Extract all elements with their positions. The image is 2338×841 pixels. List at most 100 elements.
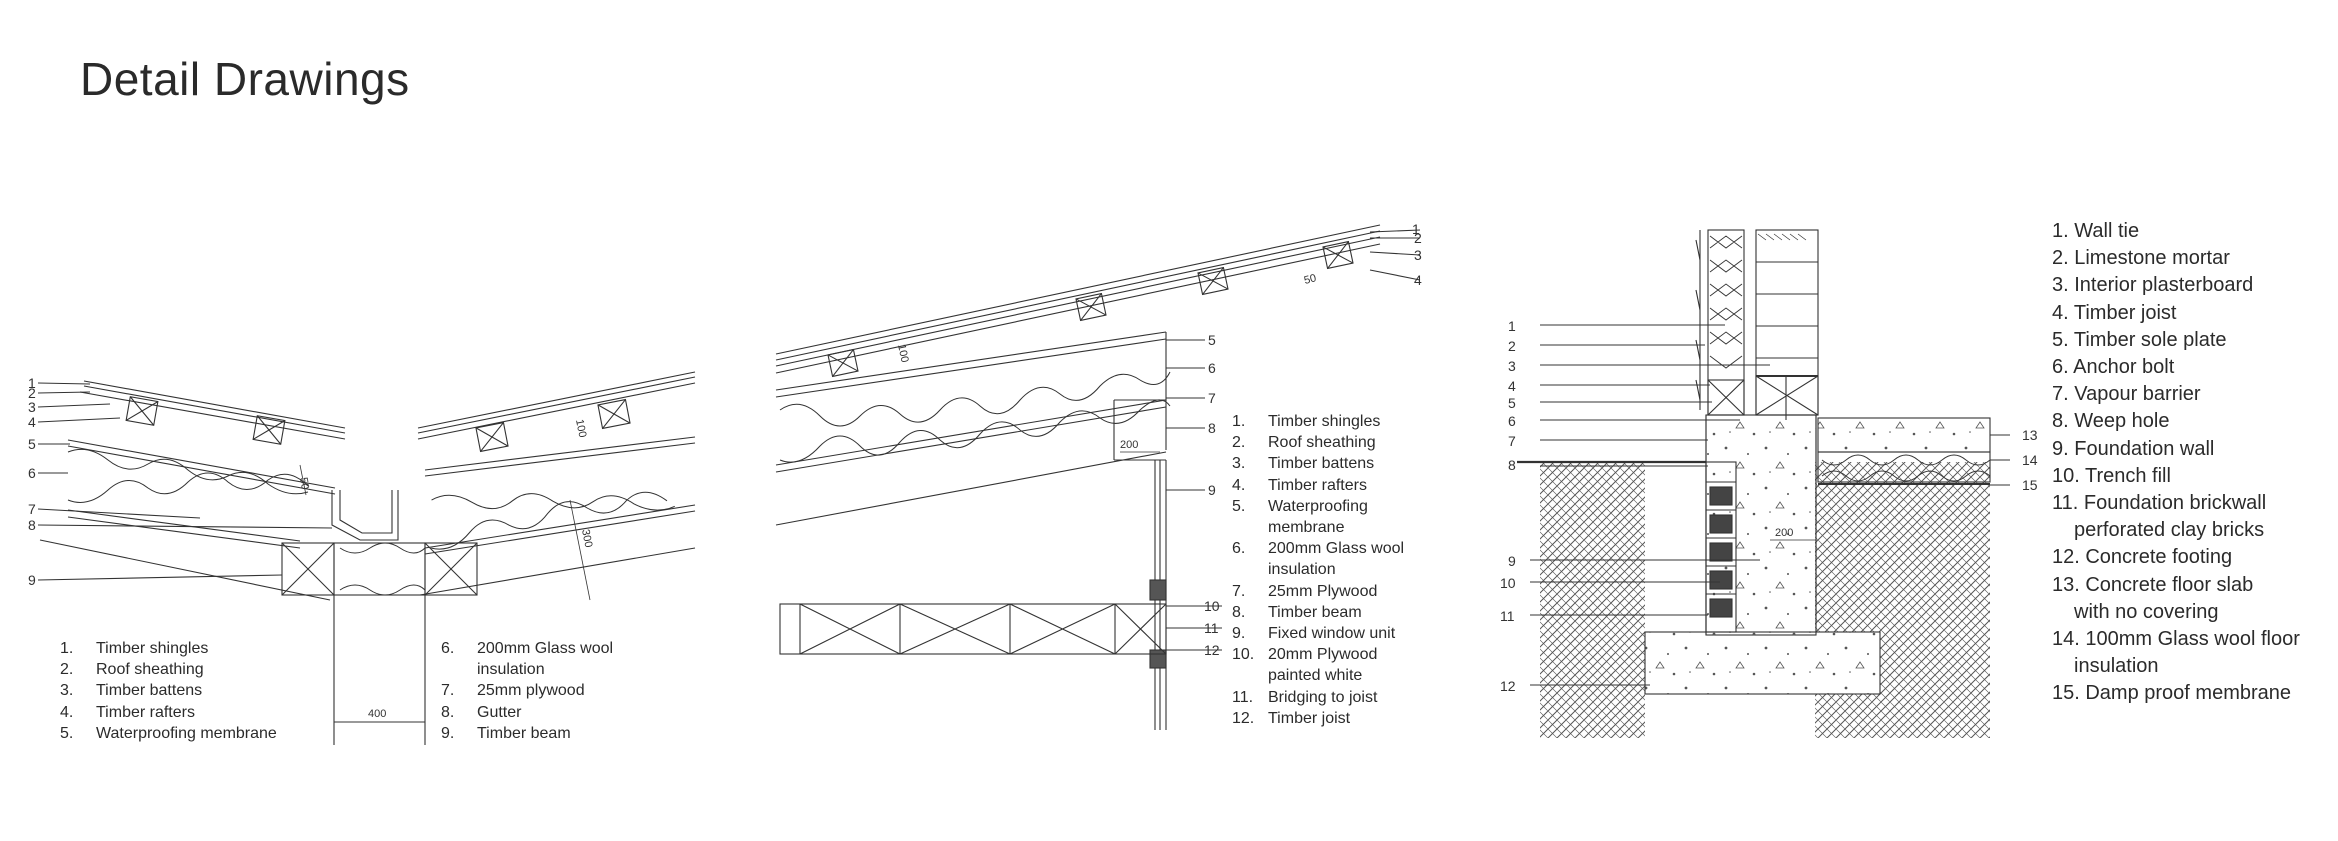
detail1-drawing bbox=[37, 371, 696, 745]
legend-item: 9.Timber beam bbox=[441, 724, 571, 742]
detail3-callout: 14 bbox=[2022, 452, 2038, 468]
legend-item: 13. Concrete floor slab bbox=[2052, 573, 2254, 596]
legend-item: 6.200mm Glass wool bbox=[1232, 540, 1405, 558]
legend-item: 2.Roof sheathing bbox=[60, 661, 204, 679]
legend-item: 11.Bridging to joist bbox=[1232, 688, 1378, 706]
detail1-left-roof bbox=[39, 380, 346, 601]
legend-item: 11. Foundation brickwall bbox=[2052, 492, 2267, 515]
detail1-dim: 50 bbox=[297, 476, 311, 490]
detail3-callout: 1 bbox=[1508, 318, 1516, 334]
detail3-callout: 3 bbox=[1508, 358, 1516, 374]
legend-item: 5.Waterproofing membrane bbox=[60, 724, 277, 742]
detail3-callout: 11 bbox=[1500, 608, 1515, 624]
legend-item: 8.Timber beam bbox=[1232, 603, 1362, 621]
detail1-callout: 2 bbox=[28, 385, 36, 401]
legend-item-cont: perforated clay bricks bbox=[2074, 519, 2265, 542]
detail1-callout: 1 bbox=[28, 375, 36, 391]
detail3-callout: 8 bbox=[1508, 457, 1516, 473]
detail1-legend-col1: 1.Timber shingles 2.Roof sheathing 3.Tim… bbox=[60, 638, 277, 744]
legend-item: 1. Wall tie bbox=[2052, 220, 2140, 242]
legend-item: 6. Anchor bolt bbox=[2052, 356, 2175, 379]
legend-item-cont: with no covering bbox=[2074, 600, 2219, 623]
legend-item: 4.Timber rafters bbox=[1232, 476, 1367, 494]
detail1-legend-col2: 6.200mm Glass wool insulation 7.25mm ply… bbox=[441, 638, 613, 744]
legend-item: 4.Timber rafters bbox=[60, 703, 195, 721]
detail2-callout: 7 bbox=[1208, 390, 1216, 406]
legend-item-cont: painted white bbox=[1268, 667, 1363, 685]
legend-item: 8. Weep hole bbox=[2052, 410, 2170, 433]
detail1-callouts: 1 2 3 4 5 6 7 8 9 50 100 300 400 bbox=[28, 375, 594, 720]
detail2-callout: 6 bbox=[1208, 360, 1216, 376]
detail3-callout: 9 bbox=[1508, 553, 1516, 569]
detail2-callout: 9 bbox=[1208, 482, 1216, 498]
detail2-callout: 11 bbox=[1204, 620, 1219, 636]
detail2-callout: 5 bbox=[1208, 332, 1216, 348]
legend-item: 15. Damp proof membrane bbox=[2052, 682, 2292, 705]
detail2-legend: 1.Timber shingles 2.Roof sheathing 3.Tim… bbox=[1232, 411, 1404, 729]
detail2-callout: 8 bbox=[1208, 420, 1216, 436]
detail2-callout: 12 bbox=[1204, 642, 1220, 658]
legend-item: 5. Timber sole plate bbox=[2052, 328, 2227, 351]
detail2-callout: 1 bbox=[1412, 221, 1420, 237]
detail1-callout: 6 bbox=[28, 465, 36, 481]
detail1-callout: 5 bbox=[28, 436, 36, 452]
detail3-callout: 4 bbox=[1508, 378, 1516, 394]
legend-item: 2.Roof sheathing bbox=[1232, 434, 1376, 452]
detail2-callout: 10 bbox=[1204, 598, 1220, 614]
detail1-callout: 8 bbox=[28, 517, 36, 533]
detail3-callouts: 1 2 3 4 5 6 7 8 9 10 11 12 13 14 15 200 bbox=[1500, 318, 2038, 694]
detail1-callout: 4 bbox=[28, 414, 36, 430]
detail2-dim: 100 bbox=[895, 343, 911, 363]
detail3-callout: 6 bbox=[1508, 413, 1516, 429]
detail3-dim: 200 bbox=[1775, 527, 1793, 539]
detail1-right-roof bbox=[417, 371, 696, 596]
detail1-dim: 300 bbox=[579, 528, 594, 548]
detail1-dim: 400 bbox=[368, 708, 386, 720]
detail3-callout: 13 bbox=[2022, 427, 2038, 443]
legend-item: 1.Timber shingles bbox=[1232, 413, 1381, 430]
legend-item: 3. Interior plasterboard bbox=[2052, 274, 2254, 297]
detail3-callout: 5 bbox=[1508, 395, 1516, 411]
detail3-callout: 10 bbox=[1500, 575, 1516, 591]
legend-item-cont: insulation bbox=[477, 661, 545, 679]
detail3-callout: 15 bbox=[2022, 477, 2038, 493]
legend-item: 3.Timber battens bbox=[60, 682, 203, 700]
detail2-dim: 50 bbox=[1303, 272, 1318, 287]
detail2-callouts: 1 2 3 4 5 6 7 8 9 10 11 12 100 50 200 bbox=[895, 221, 1422, 658]
legend-item: 4. Timber joist bbox=[2052, 301, 2177, 324]
legend-item: 14. 100mm Glass wool floor bbox=[2052, 628, 2300, 651]
page-title: Detail Drawings bbox=[80, 53, 410, 105]
legend-item: 12.Timber joist bbox=[1232, 709, 1351, 727]
legend-item: 7.25mm Plywood bbox=[1232, 582, 1378, 600]
legend-item: 7. Vapour barrier bbox=[2052, 383, 2201, 406]
detail1-dim: 100 bbox=[573, 418, 588, 438]
legend-item: 9. Foundation wall bbox=[2052, 437, 2215, 460]
legend-item: 2. Limestone mortar bbox=[2052, 247, 2230, 270]
detail3-callout: 7 bbox=[1508, 433, 1516, 449]
detail3-callout: 2 bbox=[1508, 338, 1516, 354]
detail3-legend: 1. Wall tie 2. Limestone mortar 3. Inter… bbox=[2052, 218, 2300, 708]
legend-item-cont: insulation bbox=[1268, 561, 1336, 579]
detail3-callout: 12 bbox=[1500, 678, 1516, 694]
legend-item-cont: insulation bbox=[2074, 655, 2159, 678]
detail2-callout: 4 bbox=[1414, 272, 1422, 288]
detail2-callout: 2 bbox=[1414, 230, 1422, 246]
legend-item: 8.Gutter bbox=[441, 703, 522, 721]
legend-item: 5.Waterproofing bbox=[1232, 497, 1368, 515]
detail2-drawing bbox=[775, 224, 1421, 730]
detail1-callout: 9 bbox=[28, 572, 36, 588]
legend-item: 9.Fixed window unit bbox=[1232, 625, 1396, 643]
detail1-callout: 3 bbox=[28, 399, 36, 415]
legend-item: 1.Timber shingles bbox=[60, 640, 209, 657]
detail2-callout: 3 bbox=[1414, 247, 1422, 263]
legend-item: 10.20mm Plywood bbox=[1232, 646, 1378, 664]
legend-item: 12. Concrete footing bbox=[2052, 546, 2233, 569]
detail3-drawing bbox=[1517, 229, 2010, 738]
detail2-dim: 200 bbox=[1120, 439, 1138, 451]
legend-item: 6.200mm Glass wool bbox=[441, 640, 614, 657]
legend-item: 10. Trench fill bbox=[2052, 464, 2171, 487]
legend-item: 7.25mm plywood bbox=[441, 682, 585, 700]
detail1-callout: 7 bbox=[28, 501, 36, 517]
legend-item-cont: membrane bbox=[1268, 519, 1345, 537]
